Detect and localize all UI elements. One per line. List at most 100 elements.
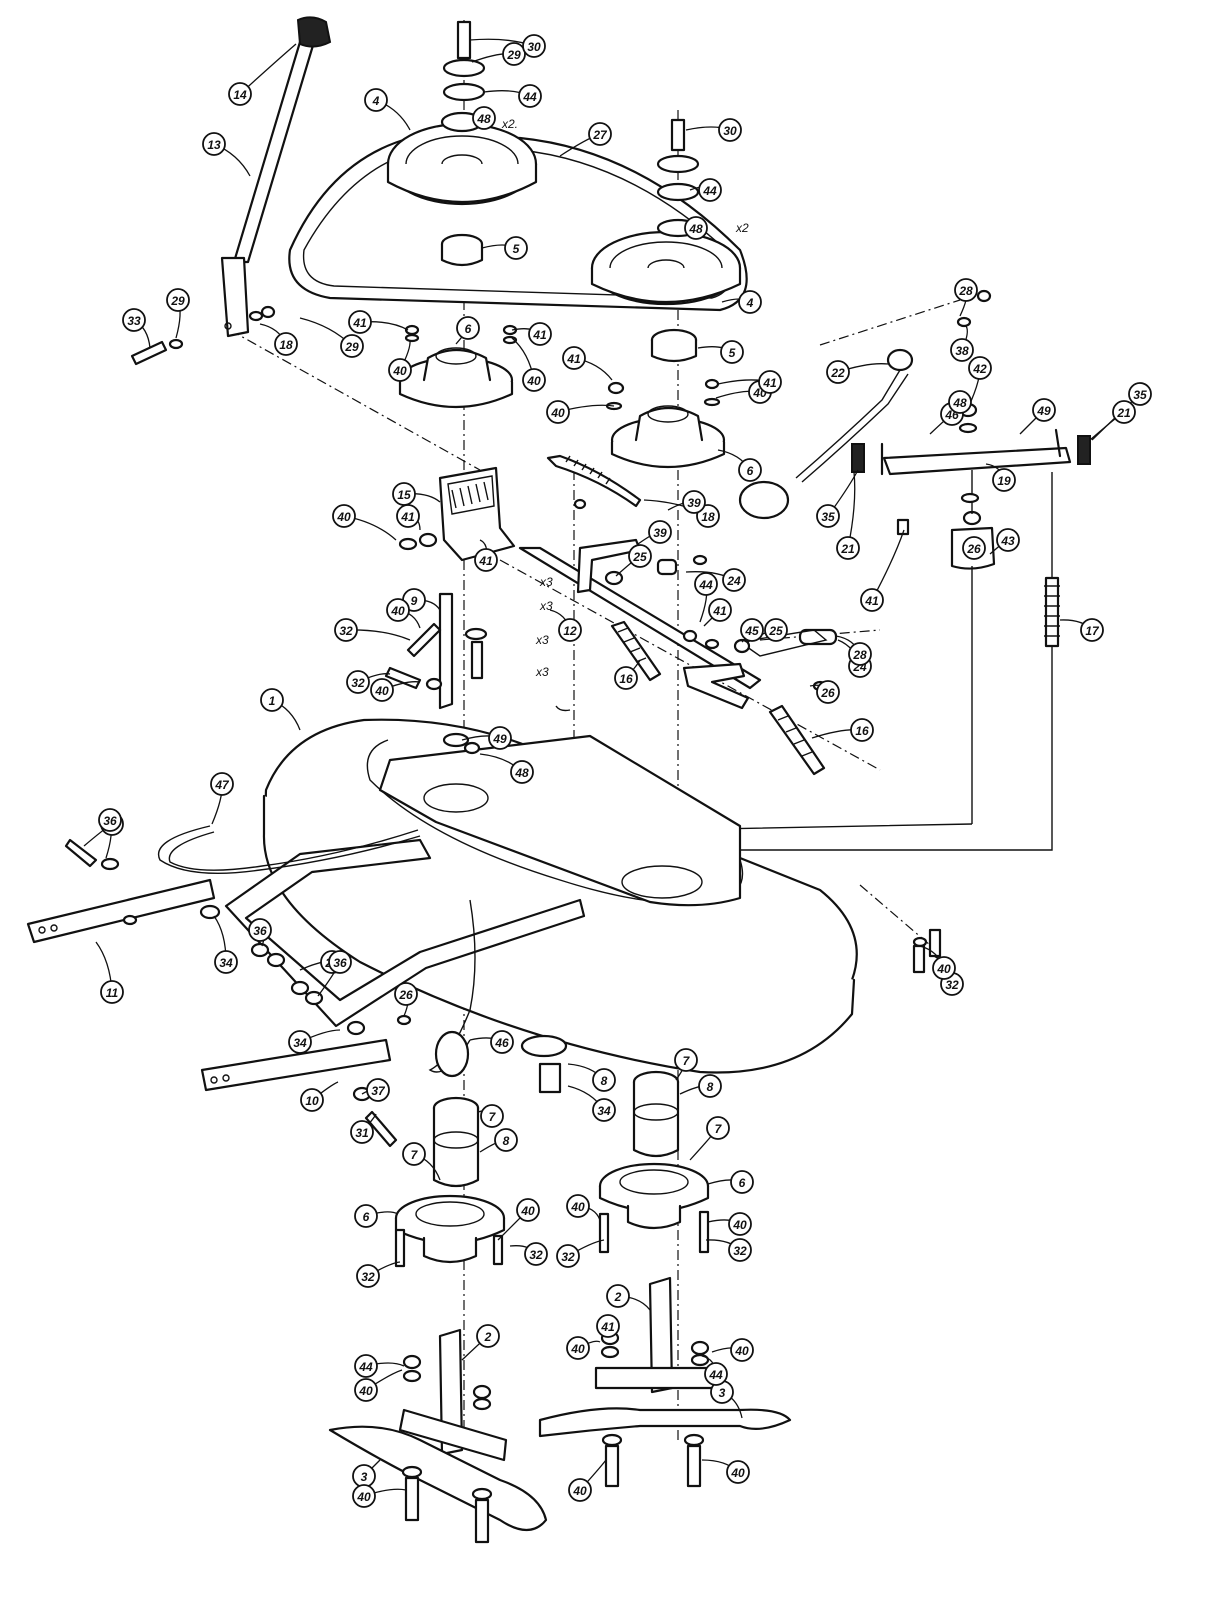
part-callout-47: 47	[210, 772, 234, 796]
part-callout-18: 18	[696, 504, 720, 528]
callout-circle	[510, 760, 534, 784]
callout-circle	[472, 106, 496, 130]
part-callout-41: 41	[758, 370, 782, 394]
callout-circle	[516, 1198, 540, 1222]
callout-number: 40	[358, 1384, 373, 1398]
callout-circle	[566, 1336, 590, 1360]
callout-number: 48	[952, 396, 967, 410]
callout-number: 17	[1085, 624, 1100, 638]
callout-circle	[592, 1098, 616, 1122]
part-callout-32: 32	[334, 618, 358, 642]
part-callout-3: 3	[352, 1464, 376, 1488]
callout-number: 38	[955, 344, 969, 358]
part-callout-34: 34	[214, 950, 238, 974]
callout-number: 44	[698, 578, 713, 592]
callout-number: 40	[570, 1342, 585, 1356]
callout-circle	[456, 316, 480, 340]
callout-circle	[488, 726, 512, 750]
callout-circle	[490, 1030, 514, 1054]
part-callout-6: 6	[738, 458, 762, 482]
callout-circle	[522, 368, 546, 392]
callout-number: 41	[864, 594, 879, 608]
callout-number: 6	[465, 322, 472, 336]
callout-circle	[764, 618, 788, 642]
part-callout-8: 8	[698, 1074, 722, 1098]
callout-circle	[836, 536, 860, 560]
callout-number: 31	[355, 1126, 369, 1140]
callout-circle	[504, 236, 528, 260]
callout-circle	[950, 338, 974, 362]
callout-number: 34	[293, 1036, 307, 1050]
callout-number: 32	[561, 1250, 575, 1264]
cable-47	[157, 825, 421, 875]
part-callout-30: 30	[718, 118, 742, 142]
callout-circle	[704, 1362, 728, 1386]
callout-circle	[932, 956, 956, 980]
part-callout-40: 40	[568, 1478, 592, 1502]
callout-number: 5	[729, 346, 736, 360]
part-callout-11: 11	[100, 980, 124, 1004]
callout-circle	[288, 1030, 312, 1054]
callout-circle	[350, 1120, 374, 1144]
part-callout-48: 48	[948, 390, 972, 414]
fastener-hardware	[64, 289, 992, 1544]
part-callout-40: 40	[546, 400, 570, 424]
part-callout-40: 40	[728, 1212, 752, 1236]
callout-number: 40	[526, 374, 541, 388]
part-callout-39: 39	[648, 520, 672, 544]
callout-number: 32	[733, 1244, 747, 1258]
callout-circle	[356, 1264, 380, 1288]
part-callout-26: 26	[816, 680, 840, 704]
callout-circle	[396, 504, 420, 528]
qty-label: x3	[539, 599, 553, 613]
callout-circle	[1080, 618, 1104, 642]
part-callout-28: 28	[954, 278, 978, 302]
part-callout-40: 40	[932, 956, 956, 980]
callout-circle	[682, 490, 706, 514]
part-callout-12: 12	[558, 618, 582, 642]
callout-number: 34	[597, 1104, 611, 1118]
callout-number: 27	[592, 128, 608, 142]
callout-circle	[588, 122, 612, 146]
height-link-9	[438, 592, 454, 710]
part-callout-29: 29	[340, 334, 364, 358]
part-callout-41: 41	[396, 504, 420, 528]
callout-circle	[708, 598, 732, 622]
callout-number: 7	[411, 1148, 419, 1162]
callout-number: 32	[339, 624, 353, 638]
callout-circle	[562, 346, 586, 370]
callout-circle	[528, 322, 552, 346]
callout-circle	[248, 918, 272, 942]
part-callout-6: 6	[456, 316, 480, 340]
callout-number: 26	[966, 542, 981, 556]
part-callout-16: 16	[850, 718, 874, 742]
part-callout-40: 40	[354, 1378, 378, 1402]
callout-number: 6	[747, 464, 754, 478]
callout-circle	[494, 1128, 518, 1152]
callout-number: 40	[390, 604, 405, 618]
callout-circle	[614, 666, 638, 690]
callout-circle	[826, 360, 850, 384]
part-callout-40: 40	[332, 504, 356, 528]
callout-circle	[394, 982, 418, 1006]
part-callout-48: 48	[684, 216, 708, 240]
quantity-labels: x2. x2 x3 x3 x3 x3	[501, 117, 749, 679]
part-callout-8: 8	[592, 1068, 616, 1092]
qty-label: x3	[535, 665, 549, 679]
part-callout-7: 7	[706, 1116, 730, 1140]
callout-circle	[556, 1244, 580, 1268]
part-callout-15: 15	[392, 482, 416, 506]
callout-number: 43	[1000, 534, 1015, 548]
callout-number: 25	[768, 624, 783, 638]
part-callout-1: 1	[260, 688, 284, 712]
part-callout-41: 41	[708, 598, 732, 622]
blade-right	[538, 1407, 792, 1438]
callout-number: 32	[351, 676, 365, 690]
part-callout-25: 25	[764, 618, 788, 642]
callout-number: 7	[683, 1054, 691, 1068]
callout-circle	[546, 400, 570, 424]
part-callout-45: 45	[740, 618, 764, 642]
callout-number: 21	[1116, 406, 1131, 420]
callout-circle	[558, 618, 582, 642]
part-callout-43: 43	[996, 528, 1020, 552]
